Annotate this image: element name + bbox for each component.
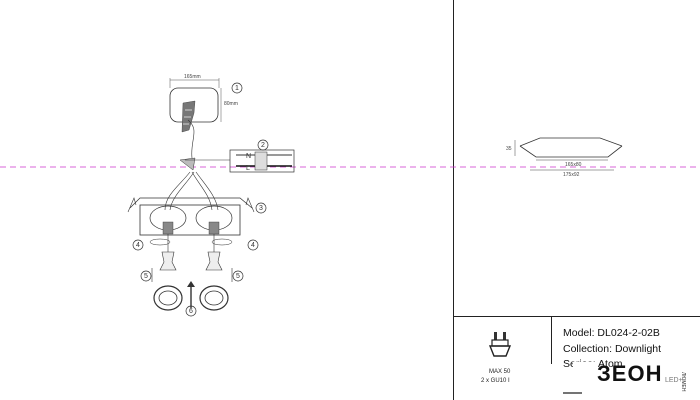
side-cutout-label: 165x80 [565, 162, 582, 168]
max-power-text: MAX 50 [489, 369, 511, 375]
occlusion-mask [513, 364, 563, 400]
lamp-type-text: 2 x GU10 I [481, 378, 510, 384]
cutout-detail: 165mm 80mm 1 [169, 74, 243, 133]
gu10-lamp-icon [488, 332, 512, 357]
dimension-width-label: 165mm [184, 74, 201, 80]
terminal-block: N L 2 [179, 119, 295, 173]
brand-logo: ЗЕОН [597, 361, 663, 386]
step-6-label: 6 [189, 308, 193, 315]
step-3-label: 3 [259, 205, 263, 212]
step-1-label: 1 [235, 85, 239, 92]
lamp-connection: 4 4 [132, 234, 259, 271]
occlusion-mask-2 [573, 362, 597, 392]
step-5-left-label: 5 [144, 273, 148, 280]
step-2-label: 2 [261, 142, 265, 149]
fixture-housing: 3 [127, 197, 267, 236]
terminal-l-label: L [246, 165, 250, 172]
terminal-n-label: N [246, 153, 251, 160]
dimension-height-label: 80mm [224, 101, 238, 107]
side-height-label: 35 [506, 146, 512, 152]
collection-text: Collection: Downlight [563, 343, 662, 355]
brand-vertical-text: ЛЮМЕН [680, 372, 686, 392]
step-5-right-label: 5 [236, 273, 240, 280]
step-4-right-label: 4 [251, 242, 255, 249]
trim-rings: 5 5 6 [140, 268, 244, 317]
brand-subtitle: LED+ [665, 377, 683, 384]
side-overall-label: 175x92 [563, 172, 580, 178]
side-profile: 35 165x80 175x92 [506, 137, 623, 178]
wires [164, 171, 219, 211]
step-4-left-label: 4 [136, 242, 140, 249]
model-text: Model: DL024-2-02B [563, 327, 660, 339]
